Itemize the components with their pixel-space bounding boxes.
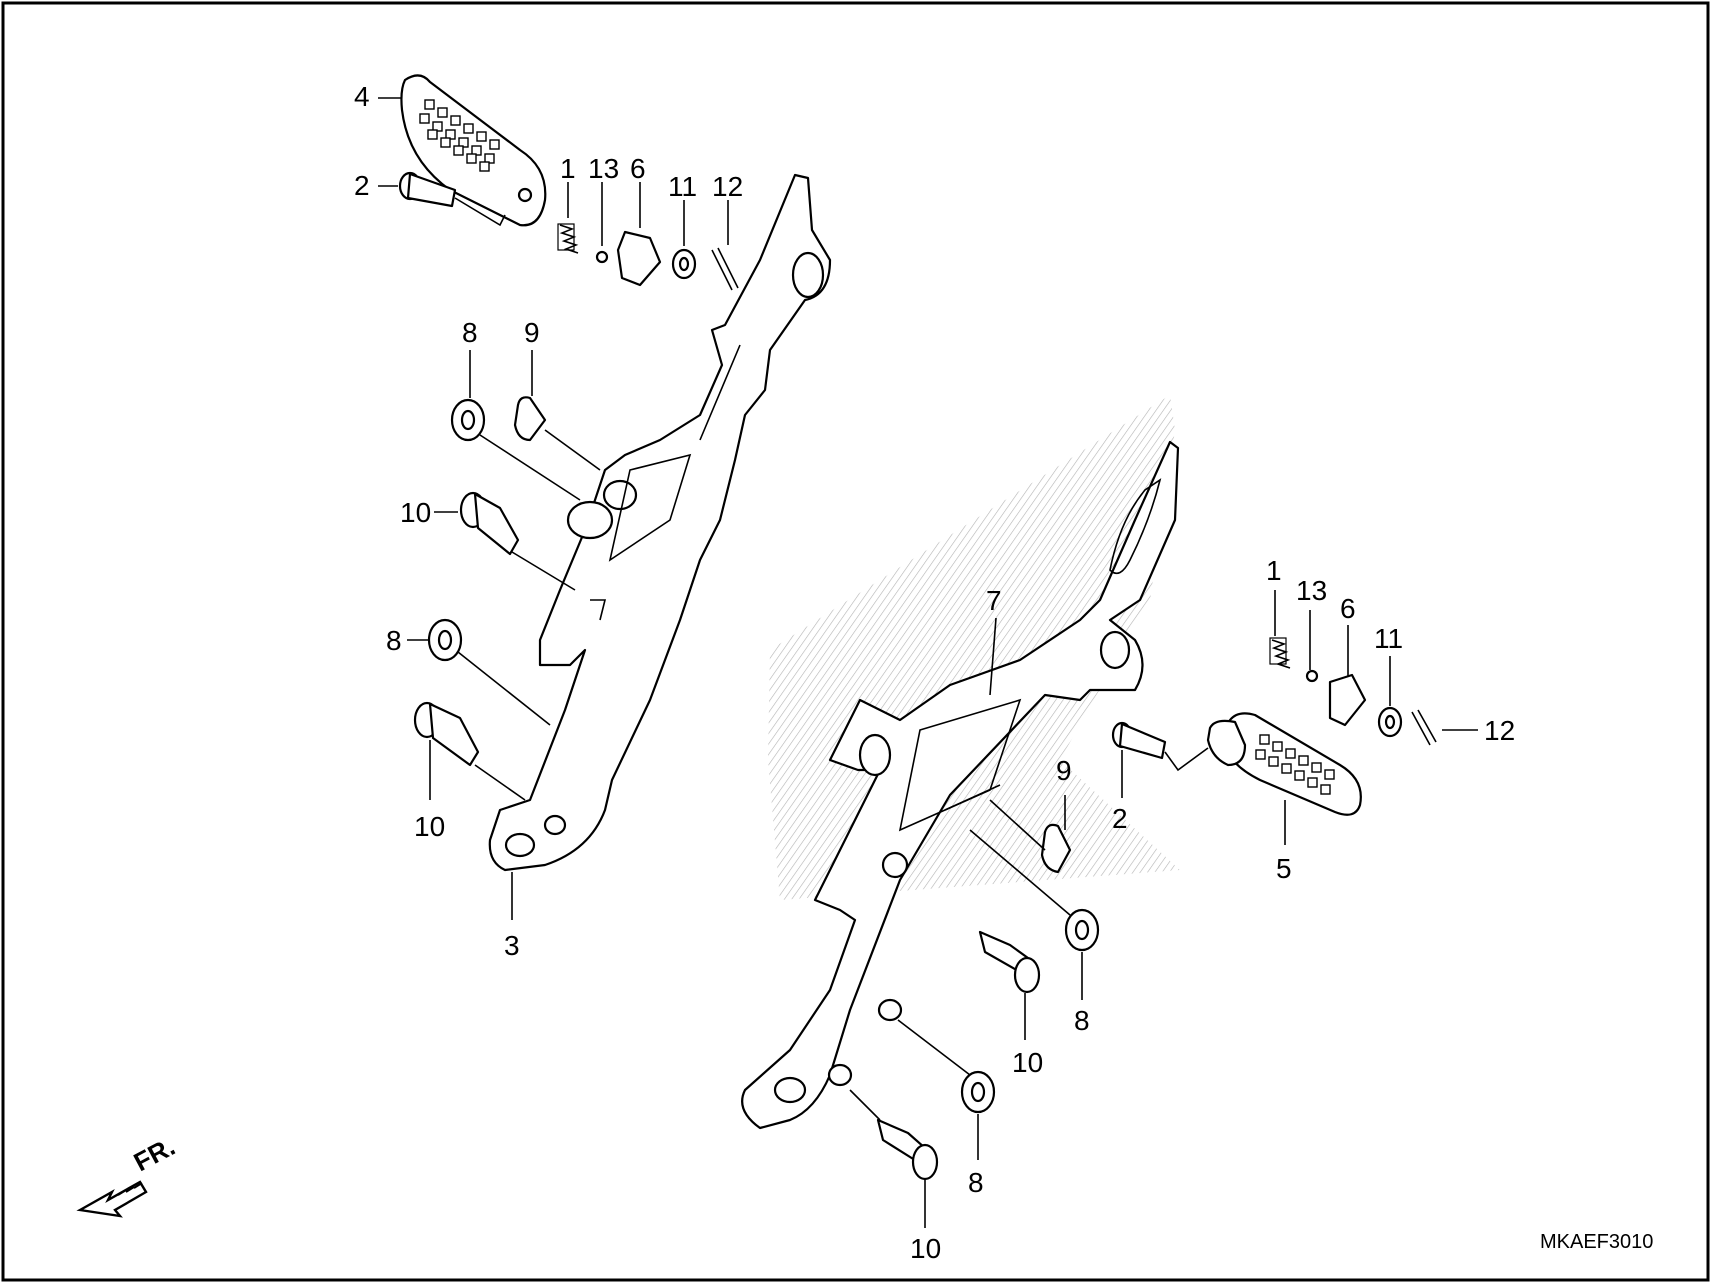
bracket-right	[741, 440, 1180, 1130]
spring-right	[1269, 637, 1291, 669]
front-direction-label: FR.	[129, 1131, 180, 1177]
callout-9: 9	[1056, 755, 1072, 786]
bolt-10-left-top	[459, 491, 520, 556]
callout-8: 8	[462, 317, 478, 348]
footpeg-right	[1206, 712, 1362, 816]
collar-9-left	[513, 396, 547, 442]
callout-6: 6	[1340, 593, 1356, 624]
cotter-pin-left	[711, 247, 739, 291]
callout-labels: 4 2 1 13 6 11 12 8 9 10 8 10 3 7 1 13 6 …	[354, 81, 1515, 1264]
callout-13: 13	[588, 153, 619, 184]
footpeg-left	[400, 74, 547, 227]
plate-left	[616, 230, 662, 287]
leader-lines-right	[849, 590, 1478, 1228]
callout-10: 10	[414, 811, 445, 842]
diagram-code: MKAEF3010	[1540, 1231, 1653, 1253]
collar-8-left-top	[450, 398, 486, 442]
callout-8: 8	[1074, 1005, 1090, 1036]
callout-5: 5	[1276, 853, 1292, 884]
callout-1: 1	[1266, 555, 1282, 586]
pin-left	[398, 171, 506, 227]
callout-2: 2	[1112, 803, 1128, 834]
callout-12: 12	[712, 171, 743, 202]
callout-10: 10	[910, 1233, 941, 1264]
collar-8-right-bottom	[960, 1070, 996, 1114]
callout-4: 4	[354, 81, 370, 112]
bolt-10-left-bottom	[413, 701, 480, 767]
callout-9: 9	[524, 317, 540, 348]
cotter-pin-right	[1411, 709, 1437, 746]
callout-8: 8	[386, 625, 402, 656]
callout-7: 7	[986, 585, 1002, 616]
callout-11: 11	[1374, 623, 1403, 654]
callout-2: 2	[354, 170, 370, 201]
collar-9-right	[1040, 823, 1072, 874]
pin-right	[1111, 721, 1209, 772]
spring-left	[557, 223, 579, 254]
callout-1: 1	[560, 153, 576, 184]
ball-left	[595, 250, 609, 264]
ball-right	[1305, 669, 1319, 683]
washer-left	[671, 248, 697, 280]
callout-3: 3	[504, 930, 520, 961]
callout-10: 10	[400, 497, 431, 528]
bolt-10-right-bottom	[876, 1118, 939, 1181]
callout-12: 12	[1484, 715, 1515, 746]
collar-8-left-bottom	[427, 618, 463, 662]
callout-8: 8	[968, 1167, 984, 1198]
leader-lines-left	[378, 97, 729, 920]
callout-10: 10	[1012, 1047, 1043, 1078]
washer-right	[1377, 706, 1403, 738]
plate-right	[1328, 673, 1367, 727]
callout-13: 13	[1296, 575, 1327, 606]
front-direction-arrow-icon	[76, 1180, 148, 1218]
bracket-left	[488, 173, 832, 872]
bolt-10-right-top	[978, 930, 1041, 994]
collar-8-right-top	[1064, 908, 1100, 952]
callout-6: 6	[630, 153, 646, 184]
callout-11: 11	[668, 171, 697, 202]
